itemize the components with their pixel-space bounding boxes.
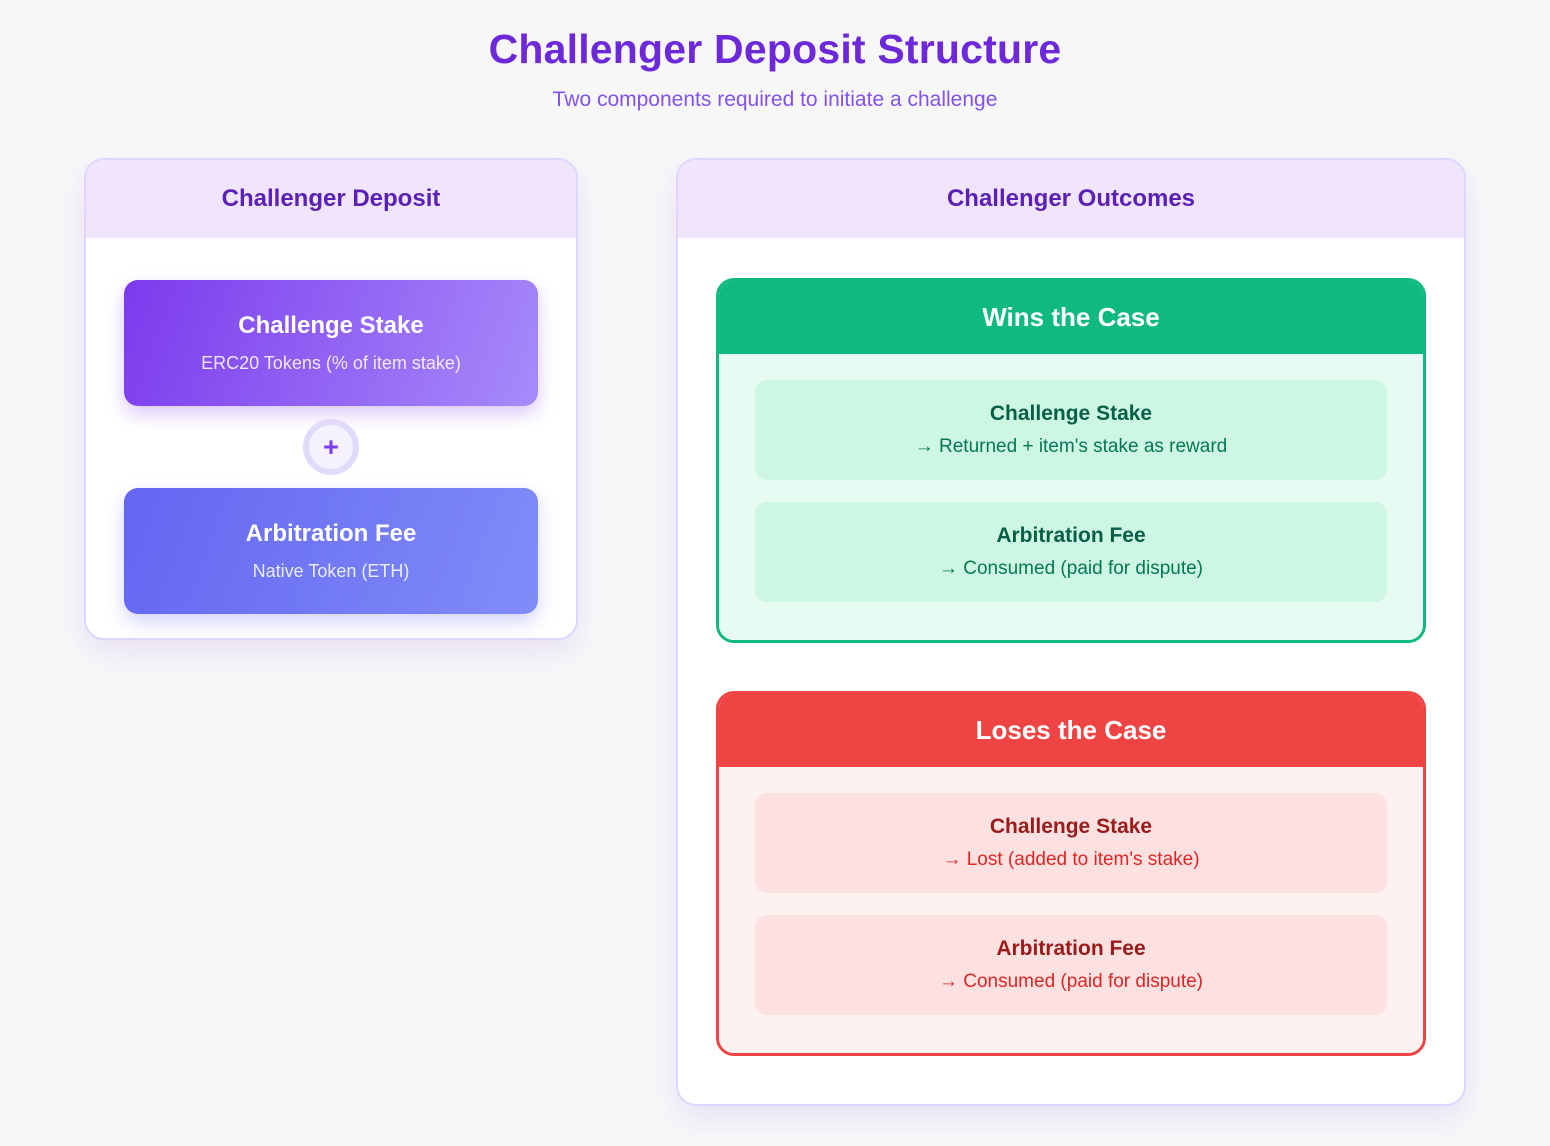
arbitration-fee-subtitle: Native Token (ETH): [252, 561, 410, 581]
challenger-outcomes-card-header: Challenger Outcomes: [678, 160, 1464, 238]
lose-arbitration-fee-result: → Consumed (paid for dispute): [938, 971, 1203, 992]
page-header: Challenger Deposit Structure Two compone…: [0, 0, 1550, 112]
win-arbitration-fee-item: Arbitration Fee → Consumed (paid for dis…: [755, 502, 1387, 602]
challenger-outcomes-card-body: Wins the Case Challenge Stake → Returned…: [678, 238, 1464, 1104]
challenge-stake-title: Challenge Stake: [238, 312, 424, 339]
loses-the-case-header: Loses the Case: [719, 694, 1423, 767]
win-challenge-stake-item: Challenge Stake → Returned + item's stak…: [755, 380, 1387, 480]
loses-the-case-items: Challenge Stake → Lost (added to item's …: [719, 767, 1423, 1053]
wins-the-case-section: Wins the Case Challenge Stake → Returned…: [716, 278, 1426, 643]
win-challenge-stake-result: → Returned + item's stake as reward: [914, 436, 1228, 457]
challenger-deposit-card-body: Challenge Stake ERC20 Tokens (% of item …: [86, 238, 576, 638]
challenger-deposit-card-header: Challenger Deposit: [86, 160, 576, 238]
challenge-stake-box: Challenge Stake ERC20 Tokens (% of item …: [124, 280, 538, 406]
page-title: Challenger Deposit Structure: [488, 26, 1062, 72]
page-subtitle: Two components required to initiate a ch…: [552, 88, 998, 111]
lose-challenge-stake-result: → Lost (added to item's stake): [942, 849, 1200, 870]
loses-the-case-section: Loses the Case Challenge Stake → Lost (a…: [716, 691, 1426, 1056]
arbitration-fee-box: Arbitration Fee Native Token (ETH): [124, 488, 538, 614]
lose-challenge-stake-title: Challenge Stake: [989, 815, 1153, 838]
challenger-outcomes-card: Challenger Outcomes Wins the Case Challe…: [676, 158, 1466, 1106]
challenge-stake-subtitle: ERC20 Tokens (% of item stake): [201, 353, 461, 373]
diagram-area: Challenger Deposit Challenge Stake ERC20…: [0, 158, 1550, 1146]
win-challenge-stake-title: Challenge Stake: [989, 402, 1153, 425]
arbitration-fee-title: Arbitration Fee: [245, 520, 417, 547]
plus-icon: +: [303, 419, 359, 475]
lose-arbitration-fee-title: Arbitration Fee: [996, 937, 1146, 960]
win-arbitration-fee-title: Arbitration Fee: [996, 524, 1146, 547]
lose-challenge-stake-item: Challenge Stake → Lost (added to item's …: [755, 793, 1387, 893]
lose-arbitration-fee-item: Arbitration Fee → Consumed (paid for dis…: [755, 915, 1387, 1015]
wins-the-case-header: Wins the Case: [719, 281, 1423, 354]
win-arbitration-fee-result: → Consumed (paid for dispute): [938, 558, 1203, 579]
wins-the-case-items: Challenge Stake → Returned + item's stak…: [719, 354, 1423, 640]
connector-row: +: [124, 406, 538, 488]
challenger-deposit-card: Challenger Deposit Challenge Stake ERC20…: [84, 158, 578, 640]
